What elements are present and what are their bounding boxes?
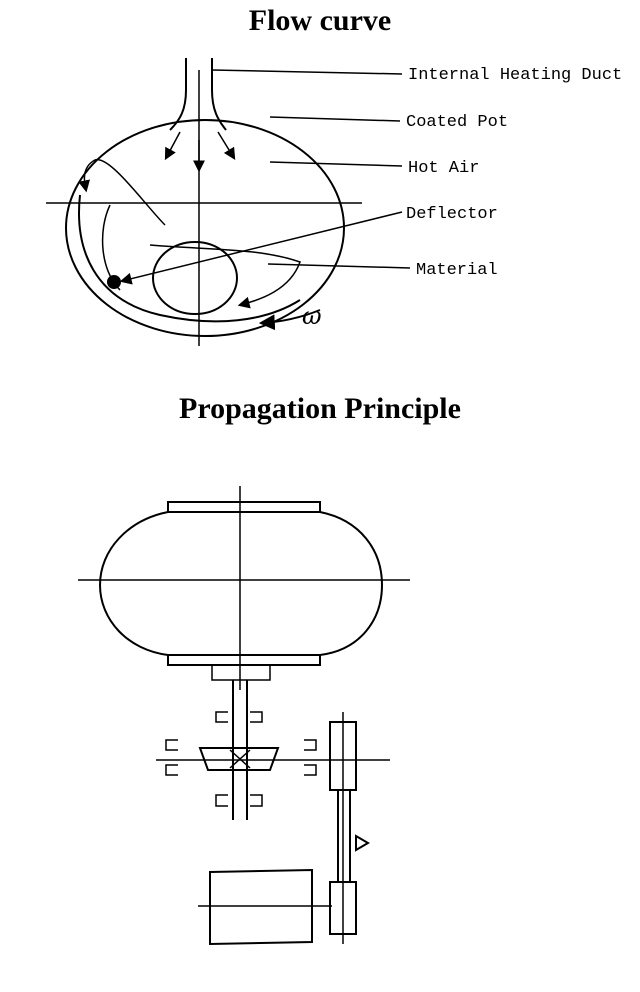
propagation-principle-title: Propagation Principle xyxy=(179,392,461,425)
hot-air-flow-curve xyxy=(78,159,166,226)
material-mass xyxy=(152,241,238,315)
deflector-curve xyxy=(149,244,301,309)
label-coated-pot: Coated Pot xyxy=(406,113,509,132)
heating-duct xyxy=(169,58,227,131)
worm-gear xyxy=(198,747,280,771)
flow-curve-diagram xyxy=(46,58,411,346)
drum-body xyxy=(98,511,384,656)
flow-curve-title: Flow curve xyxy=(248,4,392,37)
rotation-arrow xyxy=(258,309,321,331)
label-internal-heating-duct: Internal Heating Duct xyxy=(408,66,623,85)
label-hot-air: Hot Air xyxy=(408,159,480,178)
label-deflector: Deflector xyxy=(406,205,498,224)
propagation-principle-diagram xyxy=(78,486,410,946)
deflector-point xyxy=(107,275,121,289)
pot-inner-lining xyxy=(78,194,301,323)
coated-pot-outline xyxy=(65,119,345,337)
label-omega: ω xyxy=(302,302,322,330)
label-material: Material xyxy=(416,261,498,280)
drive-shaft xyxy=(211,665,271,681)
motor xyxy=(209,868,313,946)
belt-marker xyxy=(355,834,370,852)
